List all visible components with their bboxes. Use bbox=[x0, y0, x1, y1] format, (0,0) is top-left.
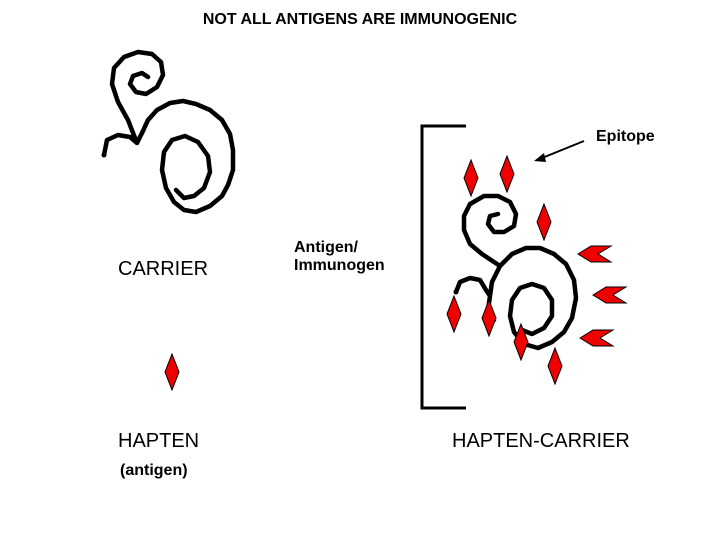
epitope-label: Epitope bbox=[596, 128, 655, 145]
antigen-label-line2: Immunogen bbox=[294, 257, 385, 275]
conjugate-molecule bbox=[453, 193, 579, 351]
carrier-coil bbox=[101, 49, 236, 215]
hapten-diamond bbox=[579, 329, 615, 347]
antigen-label-line1: Antigen/ bbox=[294, 239, 358, 256]
carrier-terminus bbox=[101, 152, 107, 158]
hapten-diamond bbox=[592, 286, 628, 304]
attached-haptens bbox=[446, 154, 628, 386]
hapten-diamond bbox=[446, 294, 462, 334]
page-title: NOT ALL ANTIGENS ARE IMMUNOGENIC bbox=[202, 11, 518, 28]
hapten-diamond bbox=[499, 154, 515, 194]
hapten-diamond bbox=[481, 298, 497, 338]
hapten-diamond bbox=[463, 158, 479, 198]
hapten-diamond bbox=[577, 245, 613, 263]
hapten-carrier-label: HAPTEN-CARRIER bbox=[452, 430, 630, 452]
hapten-diamond bbox=[513, 322, 529, 362]
hapten-diamond bbox=[164, 352, 180, 392]
carrier-molecule bbox=[101, 49, 236, 215]
conjugate-coil bbox=[453, 193, 579, 351]
hapten-diamond bbox=[536, 202, 552, 242]
conjugate-terminus bbox=[453, 289, 459, 295]
hapten-diamond bbox=[547, 346, 563, 386]
antigen-immunogen-label: Antigen/ Immunogen bbox=[294, 239, 385, 276]
epitope-arrow bbox=[534, 140, 585, 162]
carrier-label: CARRIER bbox=[118, 258, 209, 280]
hapten-sublabel: (antigen) bbox=[120, 462, 188, 479]
hapten-label: HAPTEN bbox=[118, 430, 200, 452]
bracket bbox=[420, 124, 466, 410]
